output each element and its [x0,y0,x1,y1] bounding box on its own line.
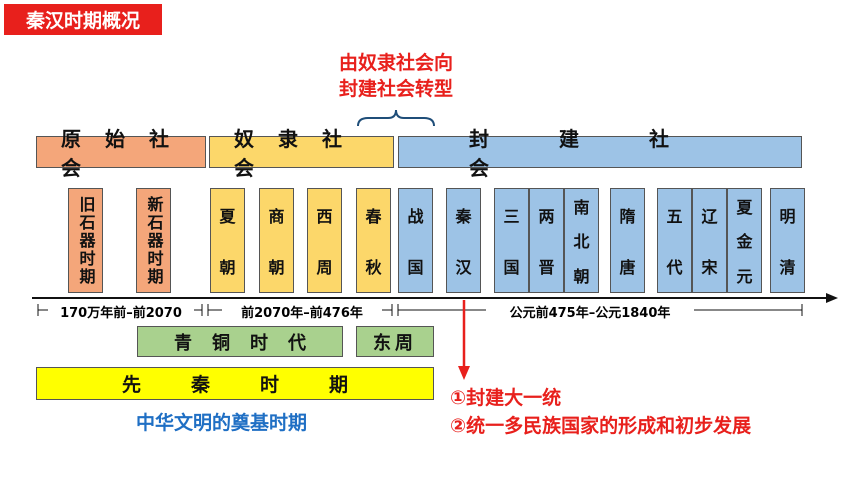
era-slave-society: 奴隶社会 [209,127,394,180]
period-liao-song: 辽 宋 [692,188,727,293]
period-southern-northern: 南 北 朝 [564,188,599,293]
eastern-zhou-bar: 东周 [356,326,434,357]
era-feudal-society: 封建社会 [398,127,802,180]
range-primitive: 170万年前–前2070 [48,302,194,321]
qinhan-arrow-icon [458,300,470,380]
foundation-note: 中华文明的奠基时期 [136,412,308,434]
transition-note-line2: 封建社会转型 [338,78,453,100]
period-xia: 夏 朝 [210,188,245,293]
period-spring-autumn: 春 秋 [356,188,391,293]
pre-qin-bar: 先秦时期 [36,367,434,400]
qinhan-points: ①封建大一统 ②统一多民族国家的形成和初步发展 [450,384,850,440]
period-jin: 两 晋 [529,188,564,293]
range-feudal: 公元前475年–公元1840年 [486,302,694,321]
transition-brace-icon [357,109,435,127]
period-xia-jin-yuan: 夏 金 元 [727,188,762,293]
era-primitive-society: 原始社会 [36,127,206,180]
period-western-zhou: 西 周 [307,188,342,293]
era-feudal-label: 封建社会 [469,127,739,180]
period-paleolithic: 旧石器时期 [68,188,103,293]
period-five-dynasties: 五 代 [657,188,692,293]
range-slave: 前2070年–前476年 [222,302,382,321]
period-ming-qing: 明 清 [770,188,805,293]
qinhan-point-2: ②统一多民族国家的形成和初步发展 [450,415,752,437]
period-qin-han: 秦 汉 [446,188,481,293]
page-title: 秦汉时期概况 [25,10,140,32]
period-sui-tang: 隋 唐 [610,188,645,293]
period-warring-states: 战 国 [398,188,433,293]
page-title-badge: 秦汉时期概况 [4,4,162,35]
period-shang: 商 朝 [259,188,294,293]
era-slave-label: 奴隶社会 [234,127,366,180]
transition-note: 由奴隶社会向 封建社会转型 [316,50,476,102]
period-neolithic: 新石器时期 [136,188,171,293]
qinhan-point-1: ①封建大一统 [450,387,562,409]
transition-note-line1: 由奴隶社会向 [338,52,453,74]
period-three-kingdoms: 三 国 [494,188,529,293]
era-primitive-label: 原始社会 [61,127,193,180]
bronze-age-bar: 青铜时代 [137,326,343,357]
